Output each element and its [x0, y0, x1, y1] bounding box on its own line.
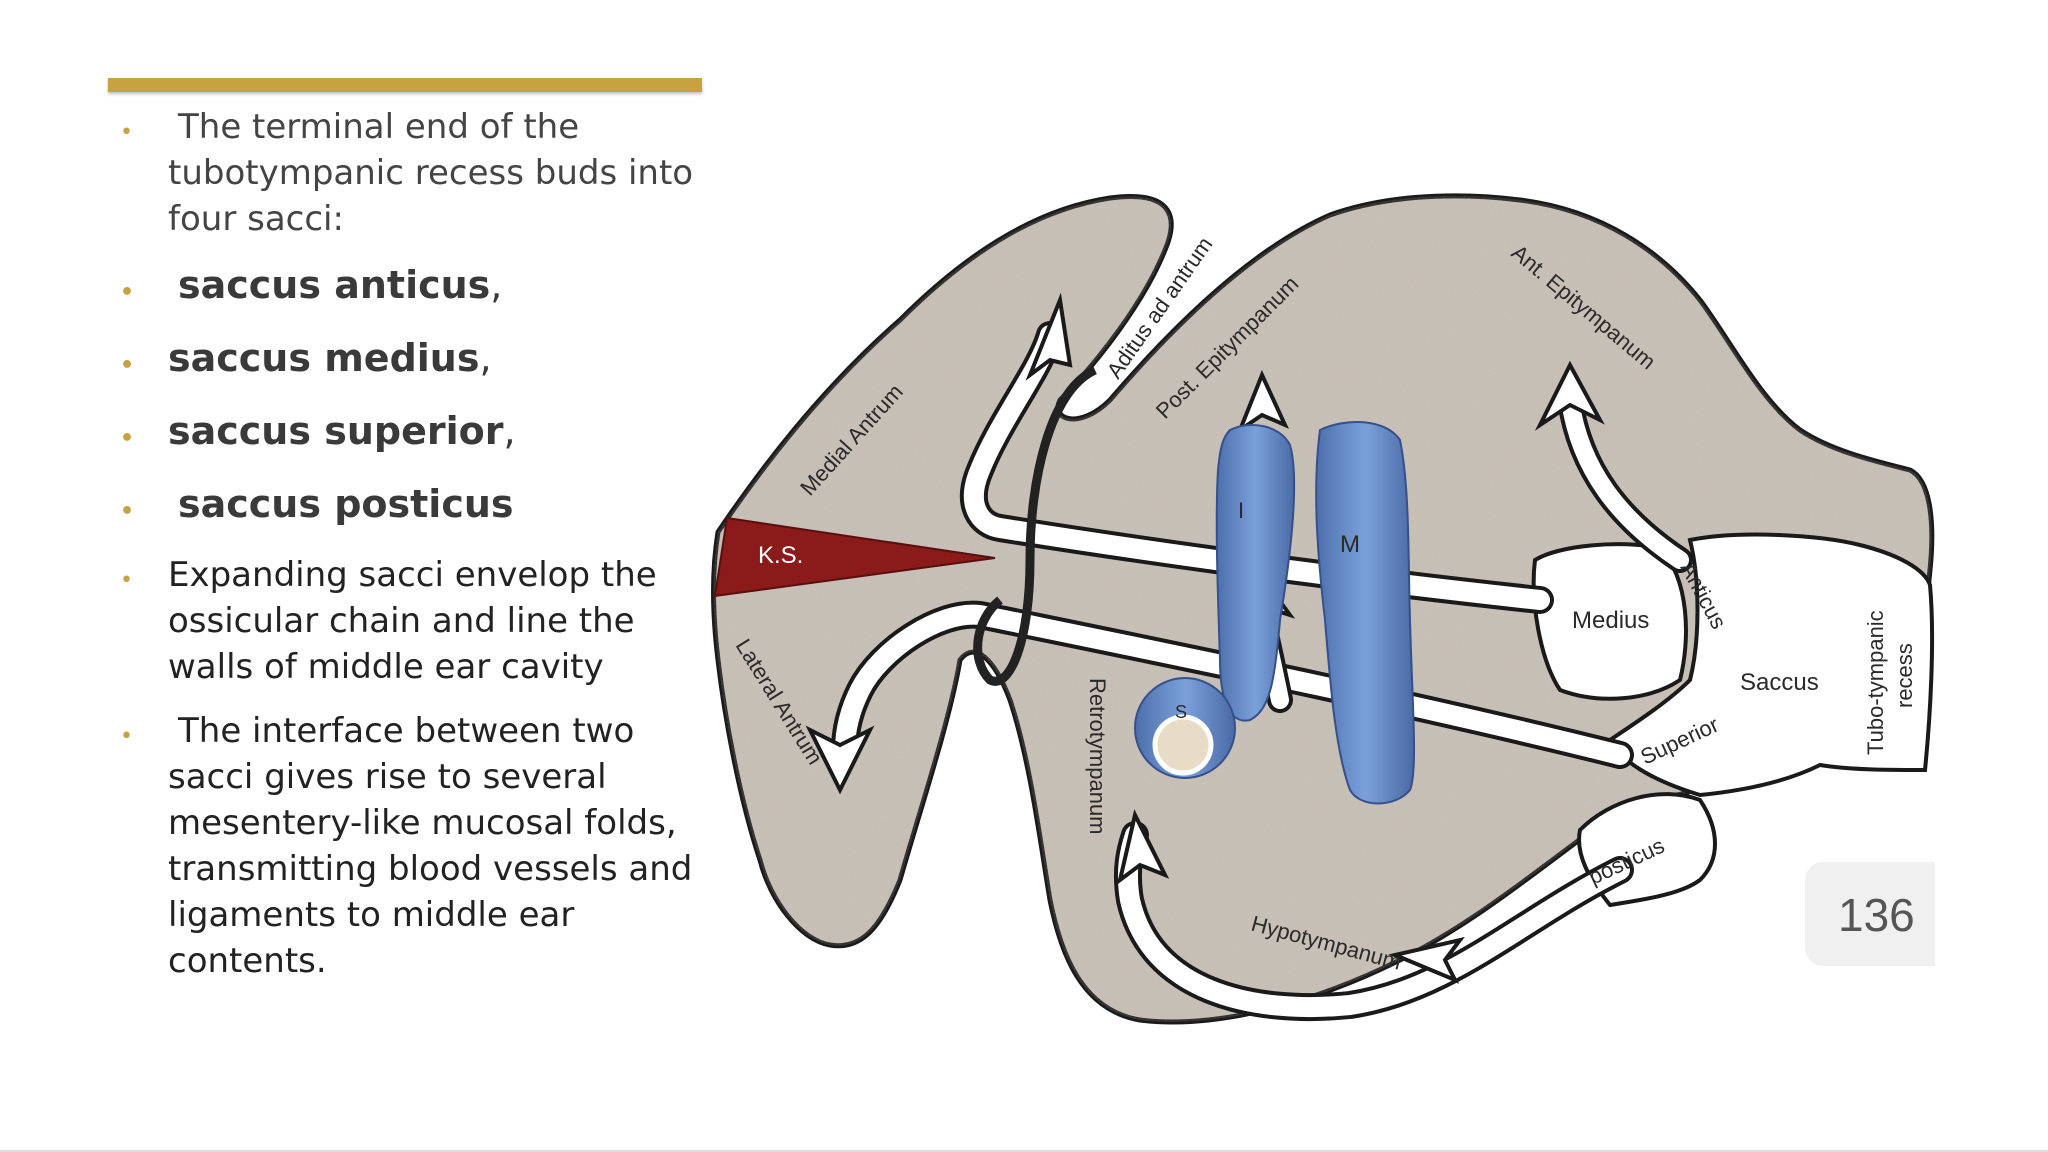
bullet-item: • The interface between two sacci gives r…: [118, 708, 718, 984]
bullet-dot-icon: •: [120, 724, 133, 749]
bullet-bold-text: saccus anticus: [178, 263, 491, 307]
sacci-shapes: [1531, 532, 1935, 908]
label-recess: recess: [1892, 643, 1917, 708]
title-accent-bar: [108, 78, 702, 92]
arrow-up-icon: [1534, 360, 1605, 431]
bullet-item: • saccus medius,: [118, 333, 718, 383]
label-saccus: Saccus: [1740, 669, 1819, 696]
bullet-item: • saccus superior,: [118, 406, 718, 456]
bullet-text: The terminal end of the tubotympanic rec…: [168, 107, 694, 239]
arrow-up-icon: [1235, 369, 1290, 436]
bullet-bold-text: saccus medius: [168, 336, 480, 380]
black-loop: [973, 365, 1098, 686]
arrow-left-icon: [1388, 936, 1465, 984]
bullet-dot-icon: •: [120, 499, 135, 524]
bullet-suffix: ,: [490, 263, 503, 307]
tubotympanic-recess-shape: [1607, 532, 1935, 798]
label-incus: I: [1238, 498, 1244, 523]
label-medius: Medius: [1572, 607, 1649, 634]
label-retrotympanum: Retrotympanum: [1085, 678, 1110, 835]
bullet-dot-icon: •: [120, 568, 133, 593]
bullet-item: • The terminal end of the tubotympanic re…: [118, 104, 718, 242]
page-number-badge: [1805, 862, 1935, 966]
bullet-dot-icon: •: [120, 353, 135, 378]
bullet-item: • saccus anticus,: [118, 260, 718, 310]
bullet-item: • saccus posticus: [118, 479, 718, 529]
koerner-septum-wedge: [713, 516, 996, 598]
label-stapes: S: [1175, 702, 1187, 722]
bullet-dot-icon: •: [120, 120, 133, 145]
bullet-suffix: ,: [503, 409, 516, 453]
bottom-divider: [0, 1150, 2048, 1152]
arrow-up-icon: [1025, 292, 1073, 381]
label-ks: K.S.: [758, 542, 803, 569]
bullet-suffix: ,: [479, 336, 492, 380]
arrow-up-icon: [1116, 809, 1170, 885]
label-tubotympanic: Tubo-tympanic: [1863, 610, 1888, 755]
bullet-list: • The terminal end of the tubotympanic re…: [118, 104, 718, 1002]
bullet-bold-text: saccus superior: [168, 409, 504, 453]
bullet-item: • Expanding sacci envelop the ossicular c…: [118, 552, 718, 690]
ossicles: [1134, 421, 1416, 805]
page-number: 136: [1838, 889, 1915, 941]
middle-ear-sacci-diagram: Medial Antrum Aditus ad antrum Post. Epi…: [711, 193, 1935, 1025]
bullet-dot-icon: •: [120, 280, 135, 305]
bullet-text: Expanding sacci envelop the ossicular ch…: [168, 555, 657, 687]
arrow-down-icon: [805, 725, 875, 795]
label-malleus: M: [1340, 531, 1360, 558]
bullet-dot-icon: •: [120, 426, 135, 451]
saccus-medius-shape: [1531, 542, 1688, 701]
bullet-text: The interface between two sacci gives ri…: [168, 711, 693, 981]
bullet-bold-text: saccus posticus: [178, 482, 514, 526]
incus-shape: [1215, 424, 1296, 722]
malleus-shape: [1315, 421, 1416, 805]
